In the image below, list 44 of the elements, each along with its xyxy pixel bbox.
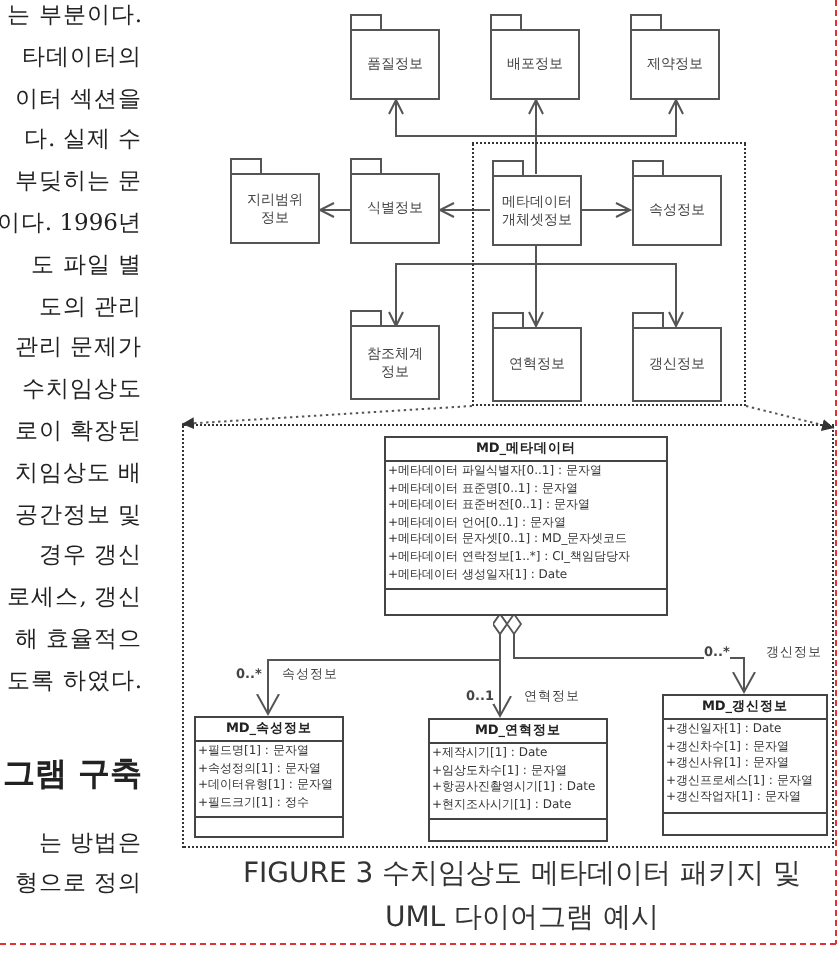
body-text: 이터 섹션을 [14,83,142,112]
arrow [579,202,631,218]
package-folder [630,14,720,100]
class-box [194,716,344,838]
arrow [388,99,537,175]
package-folder [492,160,582,246]
package-folder [492,312,582,402]
body-text: 공간정보 및 [14,499,142,528]
package-folder [350,158,440,244]
package-folder [230,158,320,244]
package-folder [632,312,722,402]
arrow [488,613,512,717]
package-folder [350,14,440,100]
dotted-frame [182,424,834,848]
arrow [319,202,351,218]
body-text: 부딪히는 문 [14,166,142,195]
body-text: 는 방법은 [38,828,142,856]
body-text: 형으로 정의 [14,868,142,896]
body-text: 도록 하였다. [7,665,142,694]
body-text: 타데이터의 [22,41,142,70]
section-heading: 그램 구축 [2,760,142,788]
body-text: 도의 관리 [38,291,142,320]
body-text: 관리 문제가 [14,332,142,361]
body-text: 는 부분이다. [7,0,142,28]
body-text: 수치임상도 [22,374,142,403]
arrow [745,405,835,431]
figure-caption: FIGURE 3 수치임상도 메타데이터 패키지 및 UML 다이어그램 예시 [240,856,803,938]
arrow [181,405,473,430]
class-box [428,718,608,842]
body-text: 로세스, 갱신 [7,582,142,611]
class-box [662,694,828,836]
body-text: 도 파일 별 [31,249,142,278]
class-box [384,436,668,616]
arrow [439,202,491,218]
package-folder [632,160,722,246]
body-text: 치임상도 배 [14,457,142,486]
body-text: 경우 갱신 [38,540,142,569]
body-text: 다. 실제 수 [24,124,142,153]
package-folder [490,14,580,100]
arrow [506,613,756,693]
body-text: 로이 확장된 [14,416,142,444]
package-folder [350,310,440,400]
body-text: 해 효율적으 [14,624,142,652]
dotted-frame [472,142,746,406]
